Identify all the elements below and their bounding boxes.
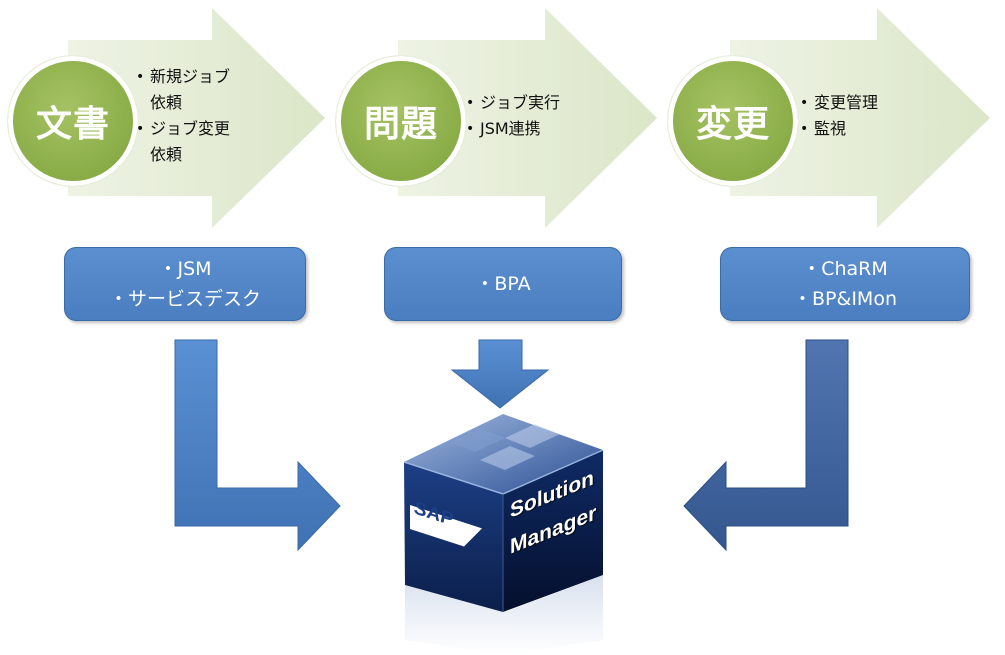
tool-line: BPA xyxy=(475,269,530,299)
center-flow-arrow xyxy=(450,339,550,409)
tool-box-bpa: BPA xyxy=(384,247,622,321)
stage-1-circle: 文書 xyxy=(8,56,138,186)
stage-1-item: ジョブ変更依頼 xyxy=(136,116,244,168)
sap-logo xyxy=(410,505,482,547)
stage-3-item: 監視 xyxy=(800,116,930,142)
stage-3-title: 変更 xyxy=(695,104,770,145)
right-flow-arrow xyxy=(683,339,849,552)
stage-2-title: 問題 xyxy=(363,104,438,145)
tool-line: ChaRM xyxy=(802,254,888,284)
left-flow-arrow xyxy=(174,339,341,552)
stage-2-item: ジョブ実行 xyxy=(466,90,596,116)
stage-3-list: 変更管理 監視 xyxy=(800,90,930,142)
stage-1-title: 文書 xyxy=(35,104,110,145)
tool-line: サービスデスク xyxy=(109,284,261,314)
stage-2-circle: 問題 xyxy=(336,56,466,186)
stage-1-list: 新規ジョブ依頼 ジョブ変更依頼 xyxy=(136,64,244,168)
stage-2-list: ジョブ実行 JSM連携 xyxy=(466,90,596,142)
stage-3-item: 変更管理 xyxy=(800,90,930,116)
tool-box-jsm: JSM サービスデスク xyxy=(64,247,306,321)
tool-line: BP&IMon xyxy=(793,284,897,314)
stage-1-item: 新規ジョブ依頼 xyxy=(136,64,244,116)
tool-box-charm: ChaRM BP&IMon xyxy=(720,247,970,321)
stage-2-item: JSM連携 xyxy=(466,116,596,142)
tool-line: JSM xyxy=(158,254,211,284)
stage-3-circle: 変更 xyxy=(668,56,798,186)
